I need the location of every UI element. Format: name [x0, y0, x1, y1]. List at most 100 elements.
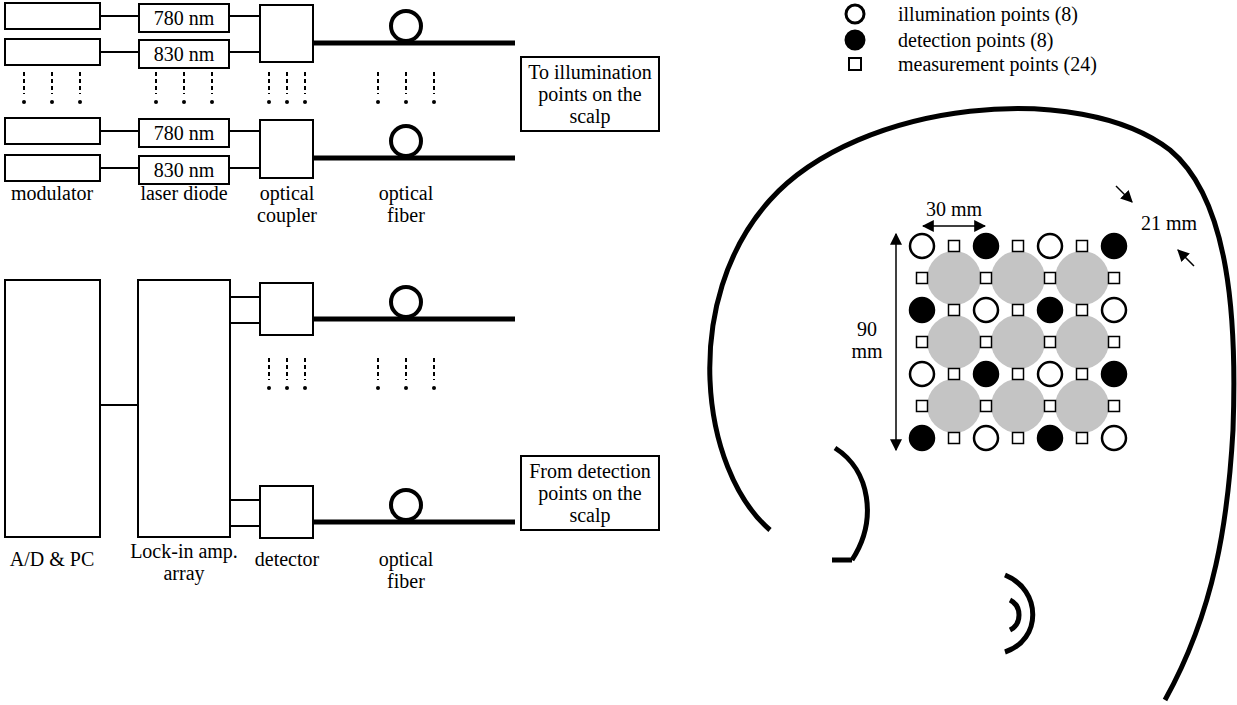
ellipsis-dash	[304, 72, 306, 94]
detection-point	[1038, 426, 1062, 450]
label-text: laser diode	[129, 182, 239, 204]
sensitivity-area	[1055, 379, 1109, 433]
sensitivity-area	[1055, 251, 1109, 305]
measurement-point	[1077, 433, 1088, 444]
legend-text: illumination points (8)	[898, 3, 1078, 25]
ellipsis-dash	[405, 72, 407, 94]
ellipsis-dot	[267, 386, 271, 390]
box-text: 780 nm	[154, 7, 215, 29]
dimension-label: 90 mm	[849, 318, 885, 362]
dimension-label: 30 mm	[914, 198, 994, 220]
measurement-point	[949, 305, 960, 316]
legend-circle	[846, 5, 864, 23]
ellipsis-dash	[23, 72, 25, 94]
legend-marker	[846, 5, 864, 70]
sensitivity-area	[991, 251, 1045, 305]
measurement-point	[1013, 433, 1024, 444]
measurement-point	[1109, 401, 1120, 412]
measurement-point	[981, 401, 992, 412]
measurement-point	[981, 273, 992, 284]
sensitivity-area	[927, 379, 981, 433]
ellipsis-dot	[182, 100, 186, 104]
ellipsis-dot	[376, 100, 380, 104]
ellipsis-dot	[376, 386, 380, 390]
ellipsis-dot	[22, 100, 26, 104]
illumination-point	[1102, 426, 1126, 450]
ellipsis-dot	[154, 100, 158, 104]
dimension-label: 21 mm	[1138, 212, 1200, 234]
laser-diode-box: 830 nm	[138, 39, 230, 69]
box-text: 780 nm	[154, 122, 215, 144]
measurement-point	[917, 273, 928, 284]
modulator-box	[5, 3, 100, 181]
illumination-point	[1102, 298, 1126, 322]
scalp-link-box: From detection points on the scalp	[520, 455, 660, 531]
legend-square	[849, 58, 861, 70]
ellipsis-dot	[404, 100, 408, 104]
label-text: Lock-in amp. array	[119, 540, 249, 584]
ellipsis-dash	[377, 72, 379, 94]
measurement-point	[1077, 305, 1088, 316]
scalp-link-box: To illumination points on the scalp	[520, 56, 660, 132]
measurement-point	[1077, 369, 1088, 380]
measurement-point	[1013, 305, 1024, 316]
ellipsis-dash	[79, 72, 81, 94]
optical-coupler-box	[260, 5, 313, 178]
ellipsis-mark	[22, 72, 436, 390]
ellipsis-dash	[377, 358, 379, 380]
sensitivity-area	[927, 315, 981, 369]
ellipsis-dash	[183, 72, 185, 94]
receiver-box	[5, 280, 313, 538]
label-text: 30 mm	[914, 198, 994, 220]
ellipsis-dash	[304, 358, 306, 380]
detection-point	[1038, 298, 1062, 322]
sensitivity-area	[1055, 315, 1109, 369]
measurement-point	[981, 337, 992, 348]
part-label: modulator	[0, 182, 107, 204]
box-text: 830 nm	[154, 43, 215, 65]
box-text: 830 nm	[154, 159, 215, 181]
label-text: detector	[242, 548, 332, 570]
head-feature	[832, 448, 1033, 652]
ellipsis-dash	[433, 358, 435, 380]
ellipsis-dash	[268, 72, 270, 94]
label-text: optical fiber	[366, 548, 446, 592]
legend-circle	[846, 31, 864, 49]
measurement-point	[949, 241, 960, 252]
detection-point	[974, 234, 998, 258]
probe-grid	[910, 234, 1126, 450]
legend-entry: measurement points (24)	[898, 53, 1097, 75]
part-label: A/D & PC	[2, 548, 102, 570]
measurement-point	[917, 401, 928, 412]
measurement-point	[949, 369, 960, 380]
label-text: 21 mm	[1138, 212, 1200, 234]
part-label: optical coupler	[247, 182, 327, 226]
label-text: optical fiber	[366, 182, 446, 226]
illumination-point	[910, 362, 934, 386]
part-label: optical fiber	[366, 182, 446, 226]
measurement-point	[1109, 273, 1120, 284]
detection-point	[910, 426, 934, 450]
ellipsis-dot	[285, 386, 289, 390]
illumination-point	[974, 298, 998, 322]
ellipsis-dot	[432, 100, 436, 104]
measurement-point	[1013, 241, 1024, 252]
ellipsis-dash	[286, 72, 288, 94]
part-label: detector	[242, 548, 332, 570]
legend-text: detection points (8)	[898, 29, 1054, 51]
measurement-point	[949, 433, 960, 444]
ellipsis-dot	[432, 386, 436, 390]
illumination-point	[1038, 362, 1062, 386]
ellipsis-dot	[267, 100, 271, 104]
part-label: optical fiber	[366, 548, 446, 592]
wire	[100, 16, 260, 526]
legend-entry: detection points (8)	[898, 29, 1054, 51]
detection-point	[974, 362, 998, 386]
part-label: Lock-in amp. array	[119, 540, 249, 584]
ellipsis-dot	[404, 386, 408, 390]
legend-entry: illumination points (8)	[898, 3, 1078, 25]
label-text: optical coupler	[247, 182, 327, 226]
ellipsis-dash	[155, 72, 157, 94]
ellipsis-dash	[286, 358, 288, 380]
measurement-point	[1045, 337, 1056, 348]
